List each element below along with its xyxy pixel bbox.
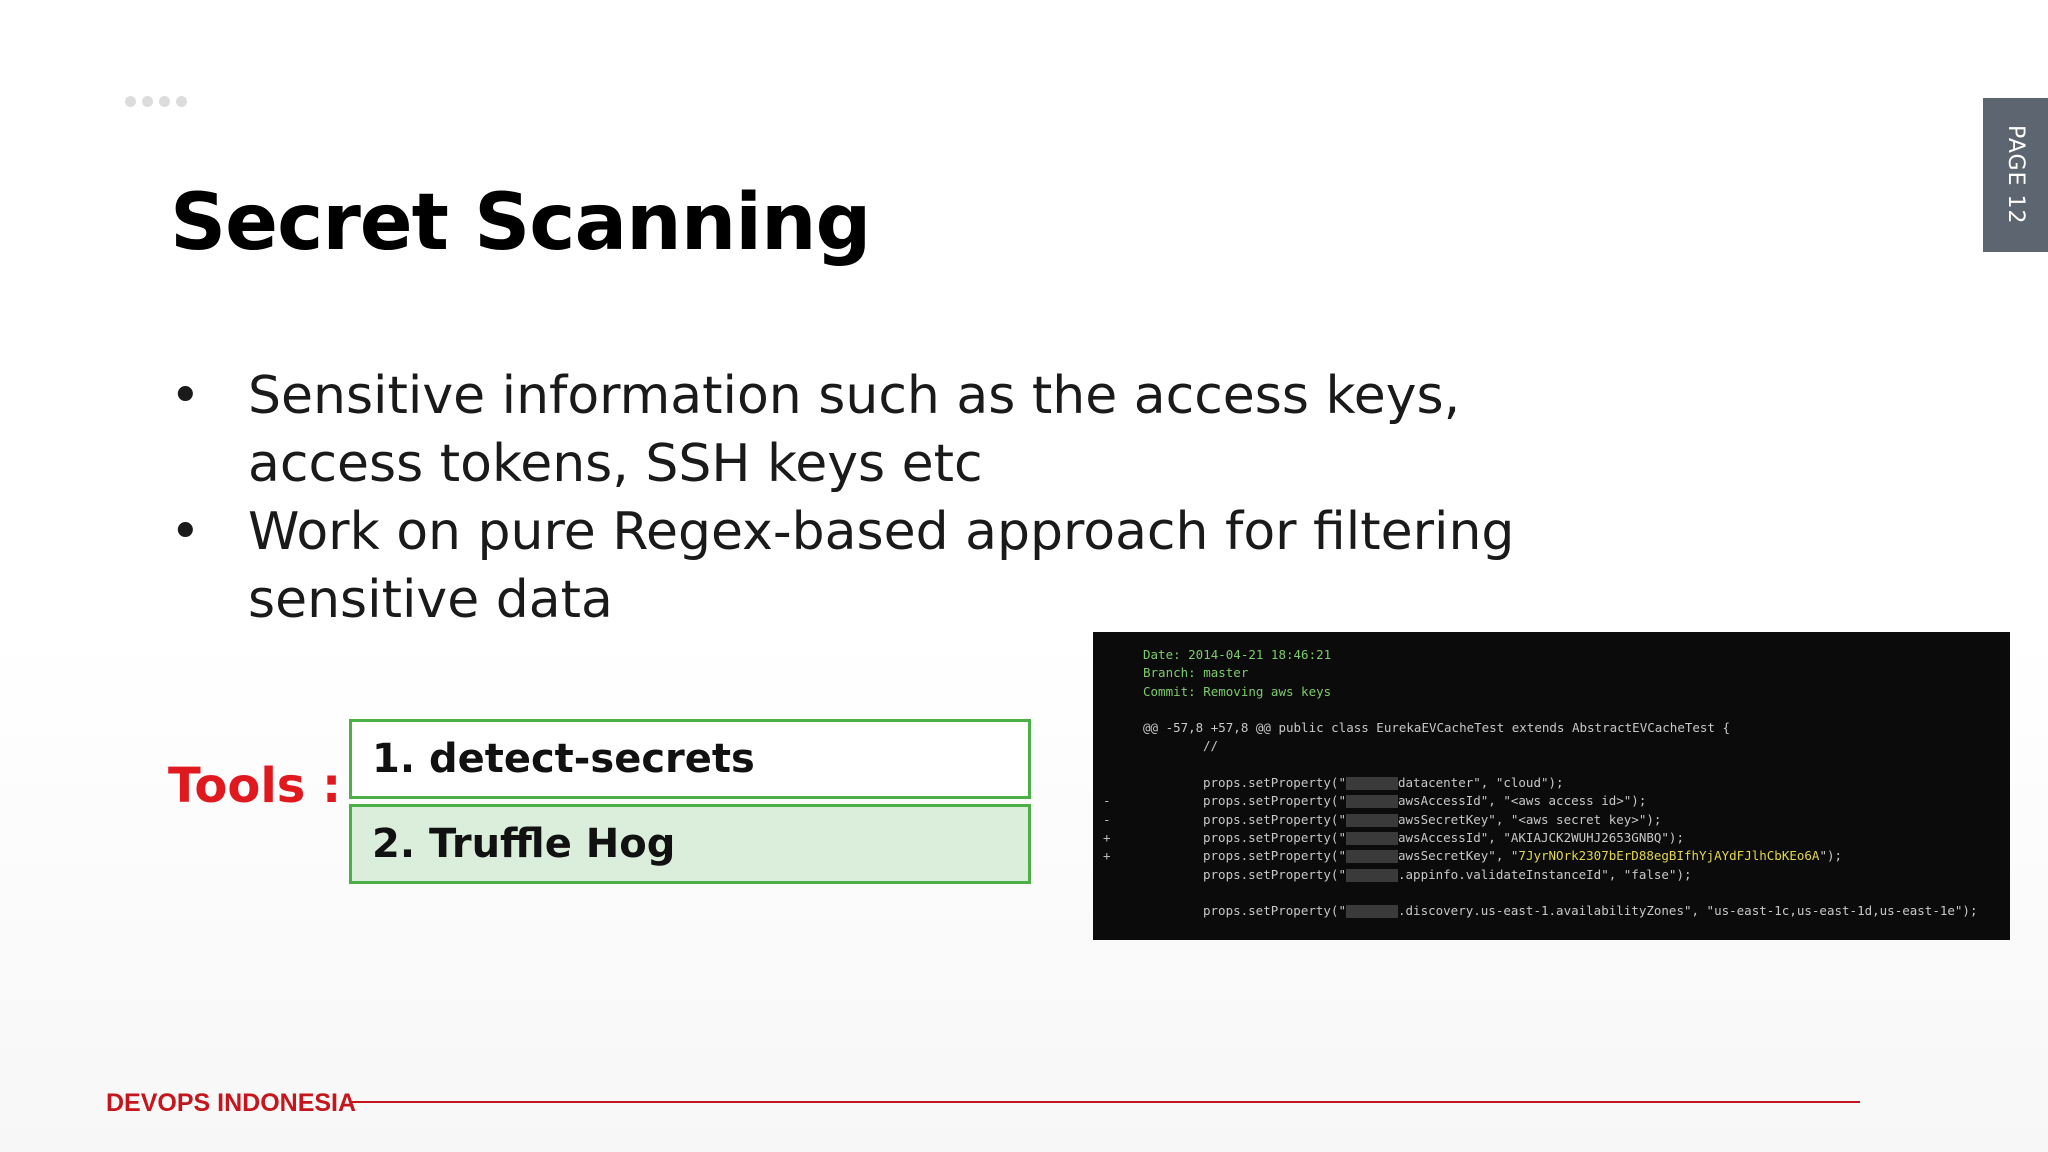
bullet-line: Sensitive information such as the access… <box>248 366 1461 426</box>
redacted-block <box>1346 813 1398 827</box>
code-text: awsAccessId", "<aws access id>"); <box>1398 793 1647 809</box>
code-text: awsAccessId", "AKIAJCK2WUHJ2653GNBQ"); <box>1398 829 1684 845</box>
code-text: "); <box>1819 848 1843 864</box>
code-text: .appinfo.validateInstanceId", "false"); <box>1398 866 1692 882</box>
terminal-line <box>1103 701 2000 719</box>
bullet-line: Work on pure Regex-based approach for fi… <box>248 502 1515 562</box>
redacted-block <box>1346 868 1398 882</box>
terminal-line: Commit: Removing aws keys <box>1103 683 2000 701</box>
diff-marker: + <box>1103 848 1111 864</box>
code-prefix: props.setProperty(" <box>1203 903 1346 919</box>
code-text: Commit: Removing aws keys <box>1143 683 1332 699</box>
terminal-line: props.setProperty(" datacenter", "cloud")… <box>1103 774 2000 792</box>
leaked-secret: 7JyrNOrk2307bErD88egBIfhYjAYdFJlhCbKEo6A <box>1518 848 1820 864</box>
bullet-line: access tokens, SSH keys etc <box>248 434 983 494</box>
terminal-line: - props.setProperty(" awsAccessId", "<aws … <box>1103 792 2000 810</box>
bullet-list: • Sensitive information such as the acce… <box>170 362 1670 634</box>
code-prefix: props.setProperty(" <box>1203 793 1346 809</box>
tool-item-truffle-hog: 2. Truffle Hog <box>349 804 1031 884</box>
redacted-block <box>1346 850 1398 864</box>
bullet-marker: • <box>170 502 201 562</box>
bullet-line: sensitive data <box>248 570 613 630</box>
slide-title: Secret Scanning <box>170 178 871 268</box>
code-prefix: props.setProperty(" <box>1203 775 1346 791</box>
terminal-line: props.setProperty(" .discovery.us-east-1.… <box>1103 902 2000 920</box>
redacted-block <box>1346 777 1398 791</box>
code-prefix: props.setProperty(" <box>1203 829 1346 845</box>
redacted-block <box>1346 831 1398 845</box>
code-text: .discovery.us-east-1.availabilityZones",… <box>1398 903 1978 919</box>
code-text: datacenter", "cloud"); <box>1398 775 1564 791</box>
code-prefix: props.setProperty(" <box>1203 811 1346 827</box>
code-prefix: props.setProperty(" <box>1203 848 1346 864</box>
terminal-line <box>1103 756 2000 774</box>
bullet-marker: • <box>170 366 201 426</box>
terminal-line: Date: 2014-04-21 18:46:21 <box>1103 646 2000 664</box>
footer-divider <box>352 1101 1860 1103</box>
page-number-label: PAGE 12 <box>2003 125 2028 225</box>
redacted-block <box>1346 795 1398 809</box>
code-prefix: // <box>1203 738 1219 754</box>
terminal-line: // <box>1103 737 2000 755</box>
terminal-line: props.setProperty(" .appinfo.validateInst… <box>1103 866 2000 884</box>
terminal-line: @@ -57,8 +57,8 @@ public class EurekaEVC… <box>1103 719 2000 737</box>
diff-marker: - <box>1103 793 1111 809</box>
bullet-item: • Sensitive information such as the acce… <box>170 362 1670 498</box>
code-text: awsSecretKey", "<aws secret key>"); <box>1398 811 1662 827</box>
tool-item-detect-secrets: 1. detect-secrets <box>349 719 1031 799</box>
terminal-line: Branch: master <box>1103 664 2000 682</box>
menu-dots-icon <box>125 96 187 107</box>
diff-marker: - <box>1103 811 1111 827</box>
code-text: @@ -57,8 +57,8 @@ public class EurekaEVC… <box>1143 720 1730 736</box>
terminal-line <box>1103 884 2000 902</box>
code-text: Branch: master <box>1143 665 1249 681</box>
terminal-line: + props.setProperty(" awsAccessId", "AKIAJ… <box>1103 829 2000 847</box>
terminal-line: - props.setProperty(" awsSecretKey", "<aws… <box>1103 811 2000 829</box>
code-text: Date: 2014-04-21 18:46:21 <box>1143 647 1332 662</box>
bullet-item: • Work on pure Regex-based approach for … <box>170 498 1670 634</box>
diff-marker: + <box>1103 829 1111 845</box>
code-text: awsSecretKey", " <box>1398 848 1519 864</box>
terminal-line: + props.setProperty(" awsSecretKey", "7Jyr… <box>1103 847 2000 865</box>
page-number-tab: PAGE 12 <box>1983 98 2048 252</box>
tools-label: Tools : <box>168 758 342 814</box>
footer-brand: DEVOPS INDONESIA <box>106 1089 357 1117</box>
code-prefix: props.setProperty(" <box>1203 866 1346 882</box>
redacted-block <box>1346 905 1398 919</box>
